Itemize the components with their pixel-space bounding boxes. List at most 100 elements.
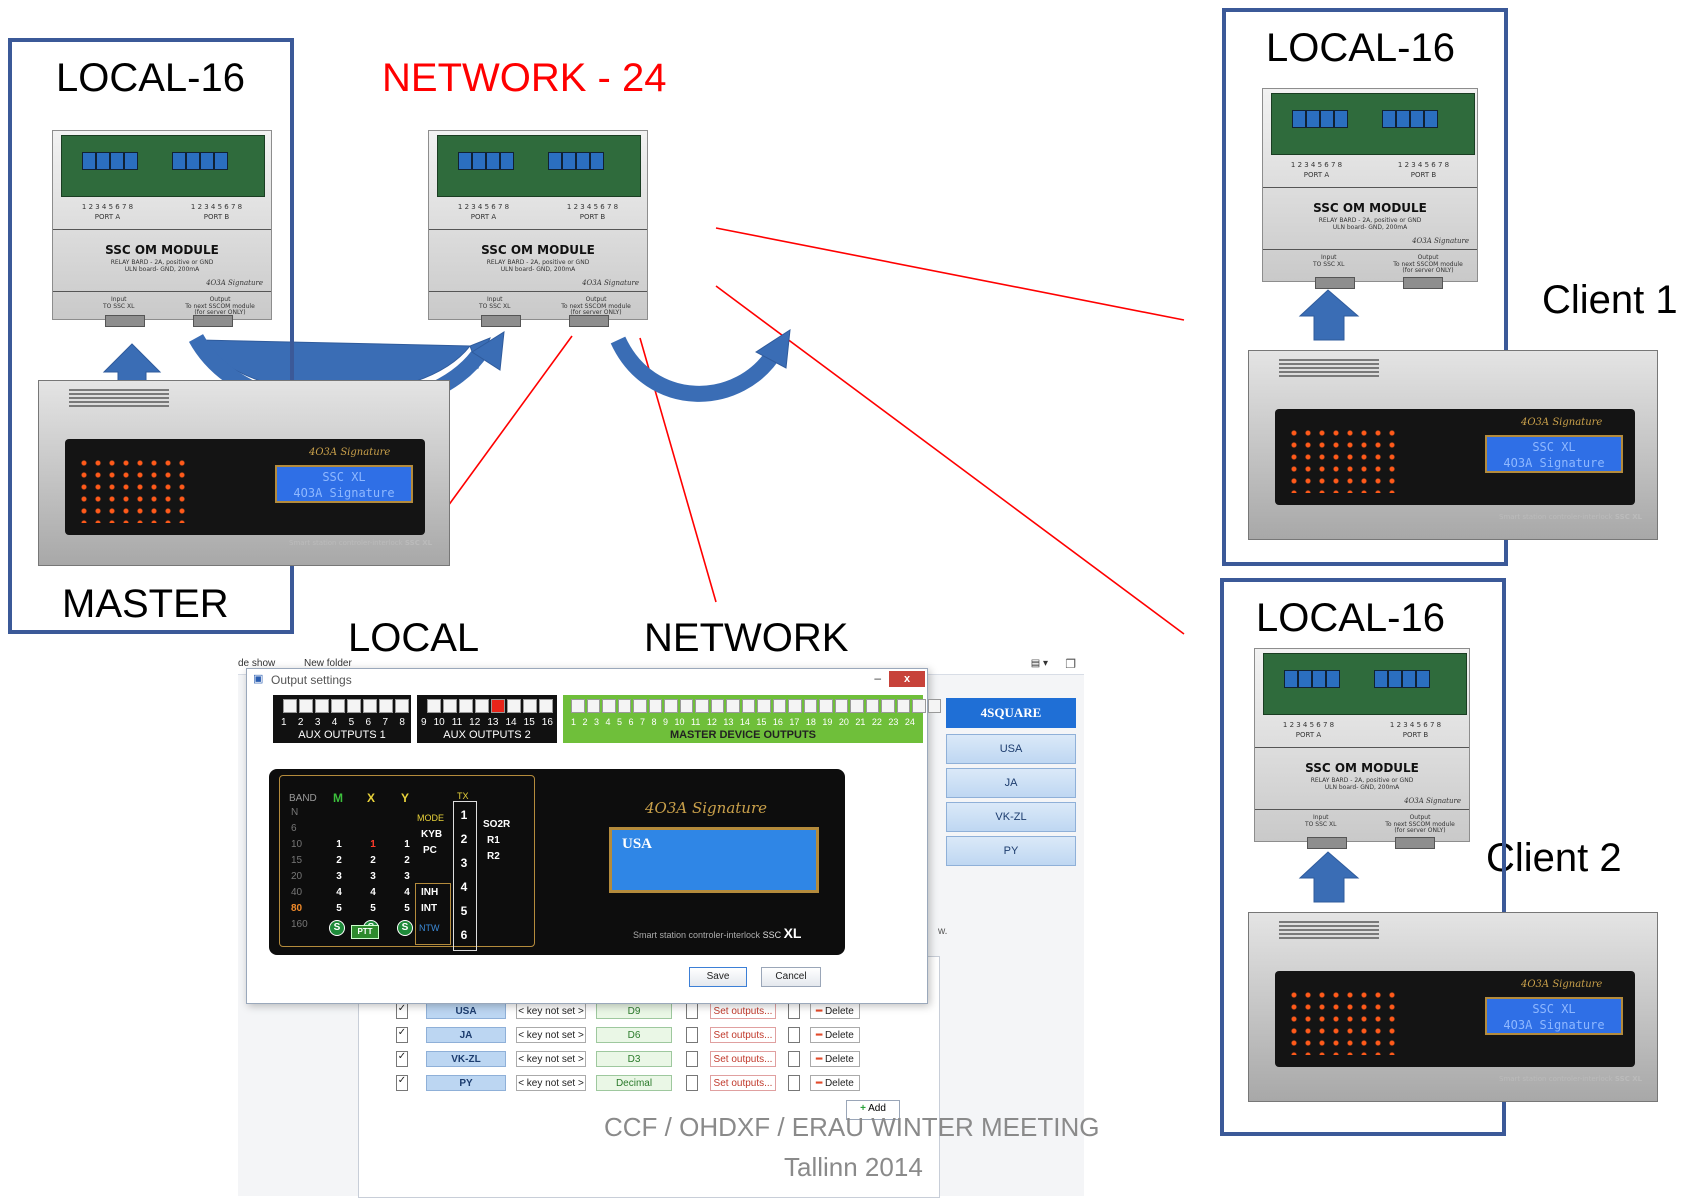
row-checkbox-2[interactable] [686, 1051, 698, 1067]
row-checkbox-2[interactable] [686, 1075, 698, 1091]
output-cell[interactable] [896, 699, 910, 713]
output-cell[interactable] [347, 699, 361, 713]
row-name[interactable]: JA [426, 1027, 506, 1043]
output-cell[interactable] [491, 699, 505, 713]
output-cell[interactable] [475, 699, 489, 713]
output-cell[interactable] [331, 699, 345, 713]
row-checkbox-3[interactable] [788, 1003, 800, 1019]
row-checkbox-2[interactable] [686, 1027, 698, 1043]
output-cell[interactable] [539, 699, 553, 713]
output-cell[interactable] [633, 699, 647, 713]
output-cell[interactable] [834, 699, 848, 713]
row-code[interactable]: D6 [596, 1027, 672, 1043]
scenario-ja-button[interactable]: JA [946, 768, 1076, 798]
scenario-vkzl-button[interactable]: VK-ZL [946, 802, 1076, 832]
save-button[interactable]: Save [689, 967, 747, 987]
ssc-xl-client1: 4O3A Signature SSC XL 4O3A Signature Sma… [1248, 350, 1658, 540]
output-cell[interactable] [850, 699, 864, 713]
output-cell[interactable] [741, 699, 755, 713]
row-code[interactable]: Decimal [596, 1075, 672, 1091]
output-number: 16 [541, 717, 553, 728]
row-checkbox[interactable]: ✓ [396, 1051, 408, 1067]
row-name[interactable]: USA [426, 1003, 506, 1019]
output-cell[interactable] [395, 699, 409, 713]
menu-slideshow[interactable]: de show [238, 658, 276, 669]
set-outputs-button[interactable]: Set outputs... [710, 1003, 776, 1019]
row-key[interactable]: < key not set > [516, 1051, 586, 1067]
scenario-usa-button[interactable]: USA [946, 734, 1076, 764]
row-checkbox-3[interactable] [788, 1075, 800, 1091]
output-cell[interactable] [617, 699, 631, 713]
output-cell[interactable] [443, 699, 457, 713]
close-button[interactable]: x [889, 671, 925, 687]
minimize-button[interactable]: – [874, 671, 881, 685]
output-cell[interactable] [315, 699, 329, 713]
band-label: 6 [291, 823, 297, 834]
delete-button[interactable]: ━ Delete [810, 1027, 860, 1043]
output-cell[interactable] [459, 699, 473, 713]
row-code[interactable]: D9 [596, 1003, 672, 1019]
row-checkbox-3[interactable] [788, 1027, 800, 1043]
row-checkbox-3[interactable] [788, 1051, 800, 1067]
local16-master-label: LOCAL-16 [56, 56, 245, 100]
band-label: 40 [291, 887, 303, 898]
output-number: 1 [281, 717, 287, 728]
output-cell[interactable] [865, 699, 879, 713]
output-cell[interactable] [363, 699, 377, 713]
row-checkbox-2[interactable] [686, 1003, 698, 1019]
output-cell[interactable] [283, 699, 297, 713]
row-checkbox[interactable]: ✓ [396, 1003, 408, 1019]
output-cell[interactable] [757, 699, 771, 713]
row-checkbox[interactable]: ✓ [396, 1075, 408, 1091]
row-key[interactable]: < key not set > [516, 1027, 586, 1043]
output-cell[interactable] [881, 699, 895, 713]
delete-button[interactable]: ━ Delete [810, 1051, 860, 1067]
output-number: 7 [382, 717, 388, 728]
output-cell[interactable] [571, 699, 585, 713]
output-cell[interactable] [803, 699, 817, 713]
set-outputs-button[interactable]: Set outputs... [710, 1027, 776, 1043]
add-button[interactable]: + Add [846, 1100, 900, 1120]
output-cell[interactable] [379, 699, 393, 713]
output-cell[interactable] [772, 699, 786, 713]
output-cell[interactable] [927, 699, 941, 713]
row-name[interactable]: VK-ZL [426, 1051, 506, 1067]
cancel-button[interactable]: Cancel [761, 967, 821, 987]
output-cell[interactable] [507, 699, 521, 713]
delete-button[interactable]: ━ Delete [810, 1075, 860, 1091]
output-cell[interactable] [912, 699, 926, 713]
view-icon[interactable]: ▤ ▾ [1030, 658, 1048, 669]
output-cell[interactable] [726, 699, 740, 713]
pane-icon[interactable]: ❐ [1065, 657, 1076, 671]
output-cell[interactable] [586, 699, 600, 713]
output-cell[interactable] [679, 699, 693, 713]
row-code[interactable]: D3 [596, 1051, 672, 1067]
panel-display: USA [609, 827, 819, 893]
row-name[interactable]: PY [426, 1075, 506, 1091]
module-input-sub: TO SSC XL [103, 302, 135, 310]
panel-value: 2 [370, 855, 376, 866]
output-number: 15 [523, 717, 535, 728]
output-cell[interactable] [710, 699, 724, 713]
output-cell[interactable] [299, 699, 313, 713]
row-checkbox[interactable]: ✓ [396, 1027, 408, 1043]
menu-new-folder[interactable]: New folder [304, 658, 352, 669]
ssc-xl-master: 4O3A Signature SSC XL 4O3A Signature Sma… [38, 380, 450, 566]
output-cell[interactable] [664, 699, 678, 713]
scenario-py-button[interactable]: PY [946, 836, 1076, 866]
row-key[interactable]: < key not set > [516, 1075, 586, 1091]
output-cell[interactable] [523, 699, 537, 713]
output-cell[interactable] [602, 699, 616, 713]
network-line-to-client2 [715, 285, 1185, 635]
set-outputs-button[interactable]: Set outputs... [710, 1075, 776, 1091]
output-cell[interactable] [427, 699, 441, 713]
delete-button[interactable]: ━ Delete [810, 1003, 860, 1019]
output-cell[interactable] [788, 699, 802, 713]
output-cell[interactable] [819, 699, 833, 713]
scenario-header-4square[interactable]: 4SQUARE [946, 698, 1076, 728]
output-cell[interactable] [695, 699, 709, 713]
panel-value: 2 [404, 855, 410, 866]
output-cell[interactable] [648, 699, 662, 713]
set-outputs-button[interactable]: Set outputs... [710, 1051, 776, 1067]
row-key[interactable]: < key not set > [516, 1003, 586, 1019]
